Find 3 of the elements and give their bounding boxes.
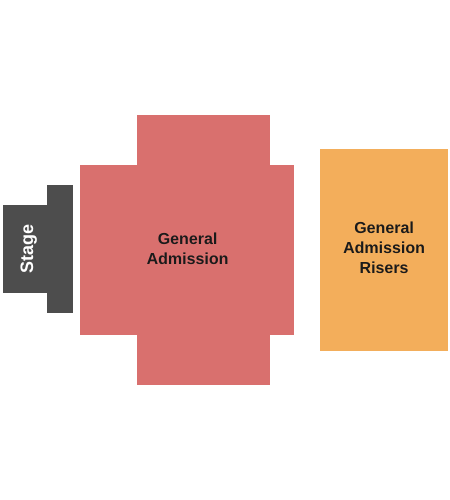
section-label: General Admission	[146, 230, 230, 270]
stage-label: Stage	[16, 225, 38, 273]
section-label: General Admission Risers	[342, 219, 426, 279]
